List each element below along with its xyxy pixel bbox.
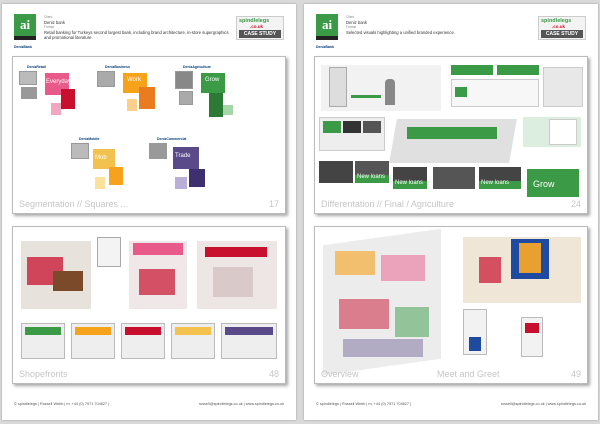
mobile-tile: DenizMobile Mob — [71, 137, 141, 197]
retail-tile: DenizRetail Everyday — [19, 65, 89, 117]
tile-label: Work — [127, 77, 141, 83]
couk-wordmark: .co.uk — [552, 24, 566, 29]
grow-label: Grow — [533, 179, 555, 189]
grow-panel — [527, 169, 579, 197]
figure-silhouette — [385, 79, 395, 105]
panel-number: 24 — [570, 199, 581, 209]
footer-contact: © spindlelegs | Russell Webb | m: +44 (0… — [316, 402, 412, 406]
new-loans-label: New loans — [357, 174, 386, 180]
segmentation-panel: DenizRetail Everyday DenizBusiness Work … — [12, 56, 286, 214]
panel-caption: Differentation // Final / Agriculture — [321, 199, 454, 209]
client-value: Deniz bank — [346, 20, 367, 25]
tile-label: Trade — [175, 153, 191, 159]
tile-header: DenizMobile — [79, 137, 100, 141]
ai-logo-bar — [14, 36, 36, 40]
spindlelegs-logo: spindlelegs .co.uk CASE STUDY — [538, 16, 586, 40]
couk-wordmark: .co.uk — [250, 24, 264, 29]
differentiation-panel: New loans New loans New loans Grow Diffe… — [314, 56, 588, 214]
format-value: Retail banking for Turkeys second larges… — [44, 30, 229, 40]
panel-caption-secondary: Meet and Greet — [437, 369, 500, 379]
agriculture-tile: DenizAgriculture Grow — [175, 65, 245, 125]
spindlelegs-wordmark: spindlelegs — [541, 18, 572, 24]
format-label: Format — [346, 25, 357, 29]
overview-panel: Overview Meet and Greet 49 — [314, 226, 588, 384]
project-meta: Client Deniz bank Format Selected visual… — [346, 15, 536, 35]
footer-contact: © spindlelegs | Russell Webb | m: +44 (0… — [14, 402, 110, 406]
page-footer: © spindlelegs | Russell Webb | m: +44 (0… — [316, 402, 586, 410]
business-tile: DenizBusiness Work — [97, 65, 167, 117]
panel-caption: Segmentation // Squares ... — [19, 199, 129, 209]
case-study-badge: CASE STUDY — [541, 30, 583, 38]
format-value: Selected visuals highlighting a unified … — [346, 30, 455, 35]
panel-number: 49 — [570, 369, 581, 379]
tile-header: DenizRetail — [27, 65, 46, 69]
ai-logo-bar — [316, 36, 338, 40]
client-value: Deniz bank — [44, 20, 65, 25]
right-page: ai DenizBank Client Deniz bank Format Se… — [304, 4, 598, 420]
ai-logo: ai — [316, 14, 338, 36]
tile-header: DenizAgriculture — [183, 65, 212, 69]
case-study-badge: CASE STUDY — [239, 30, 281, 38]
spindlelegs-wordmark: spindlelegs — [239, 18, 270, 24]
tile-label: Mob — [95, 155, 107, 161]
footer-web: russell@spindlelegs.co.uk | www.spindlel… — [198, 402, 284, 406]
commercial-tile: DenizCommercial Trade — [149, 137, 229, 197]
panel-number: 17 — [268, 199, 279, 209]
spindlelegs-logo: spindlelegs .co.uk CASE STUDY — [236, 16, 284, 40]
new-loans-label: New loans — [395, 180, 424, 186]
panel-number: 48 — [268, 369, 279, 379]
new-loans-label: New loans — [481, 180, 510, 186]
tile-label: Grow — [205, 77, 220, 83]
tile-label: Everyday — [46, 79, 72, 85]
format-label: Format — [44, 25, 55, 29]
shopfronts-panel: Shopefronts 48 — [12, 226, 286, 384]
panel-caption: Shopefronts — [19, 369, 68, 379]
client-label: Client — [346, 15, 355, 19]
denizbank-logo: DenizBank — [14, 45, 32, 49]
client-label: Client — [44, 15, 53, 19]
ai-logo: ai — [14, 14, 36, 36]
footer-web: russell@spindlelegs.co.uk | www.spindlel… — [500, 402, 586, 406]
panel-caption: Overview — [321, 369, 359, 379]
project-meta: Client Deniz bank Format Retail banking … — [44, 15, 234, 40]
tile-header: DenizBusiness — [105, 65, 130, 69]
tile-header: DenizCommercial — [157, 137, 187, 141]
agriculture-stand-render — [389, 119, 517, 163]
page-footer: © spindlelegs | Russell Webb | m: +44 (0… — [14, 402, 284, 410]
left-page: ai DenizBank Client Deniz bank Format Re… — [2, 4, 296, 420]
denizbank-logo: DenizBank — [316, 45, 334, 49]
